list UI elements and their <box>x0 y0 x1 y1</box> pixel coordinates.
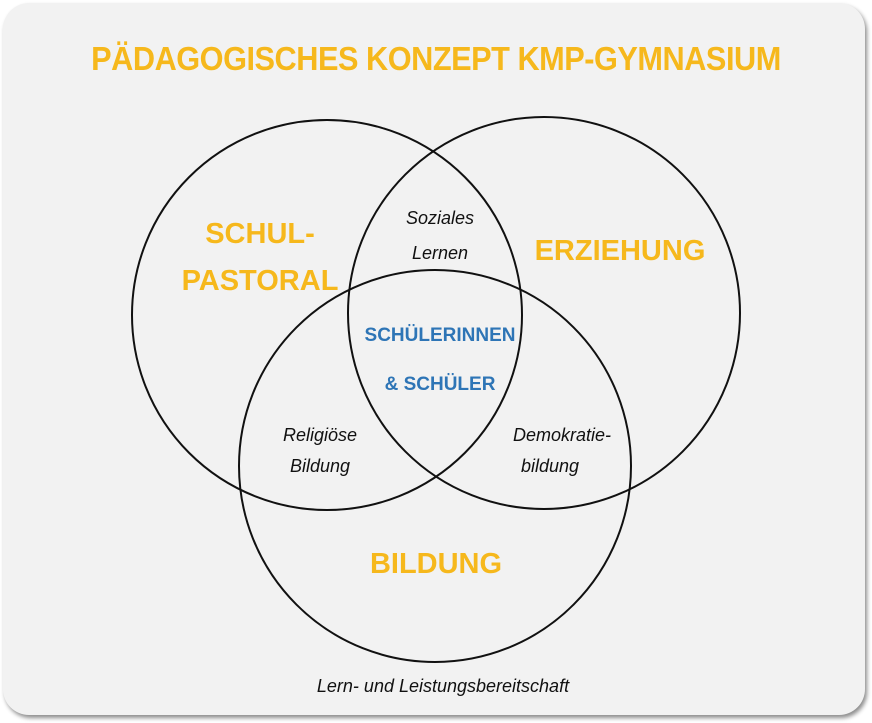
overlap-demokratie-line1: Demokratie- <box>513 425 611 445</box>
overlap-soziales-line1: Soziales <box>406 208 474 228</box>
label-schulpastoral-line1: SCHUL- <box>205 218 315 250</box>
overlap-religioese-line1: Religiöse <box>283 425 357 445</box>
center-label-line1: SCHÜLERINNEN <box>365 325 516 346</box>
circle-bildung <box>238 269 632 663</box>
label-bildung: BILDUNG <box>370 548 502 580</box>
label-erziehung: ERZIEHUNG <box>535 235 706 267</box>
circle-schulpastoral <box>131 119 523 511</box>
page-title: PÄDAGOGISCHES KONZEPT KMP-GYMNASIUM <box>91 40 781 77</box>
label-schulpastoral-line2: PASTORAL <box>182 265 339 297</box>
footer-note: Lern- und Leistungsbereitschaft <box>316 676 570 696</box>
overlap-soziales-line2: Lernen <box>412 243 468 263</box>
center-label-line2: & SCHÜLER <box>385 374 496 395</box>
circle-erziehung <box>347 116 741 510</box>
diagram-card <box>3 3 865 715</box>
overlap-demokratie-line2: bildung <box>521 456 579 476</box>
overlap-religioese-line2: Bildung <box>290 456 350 476</box>
